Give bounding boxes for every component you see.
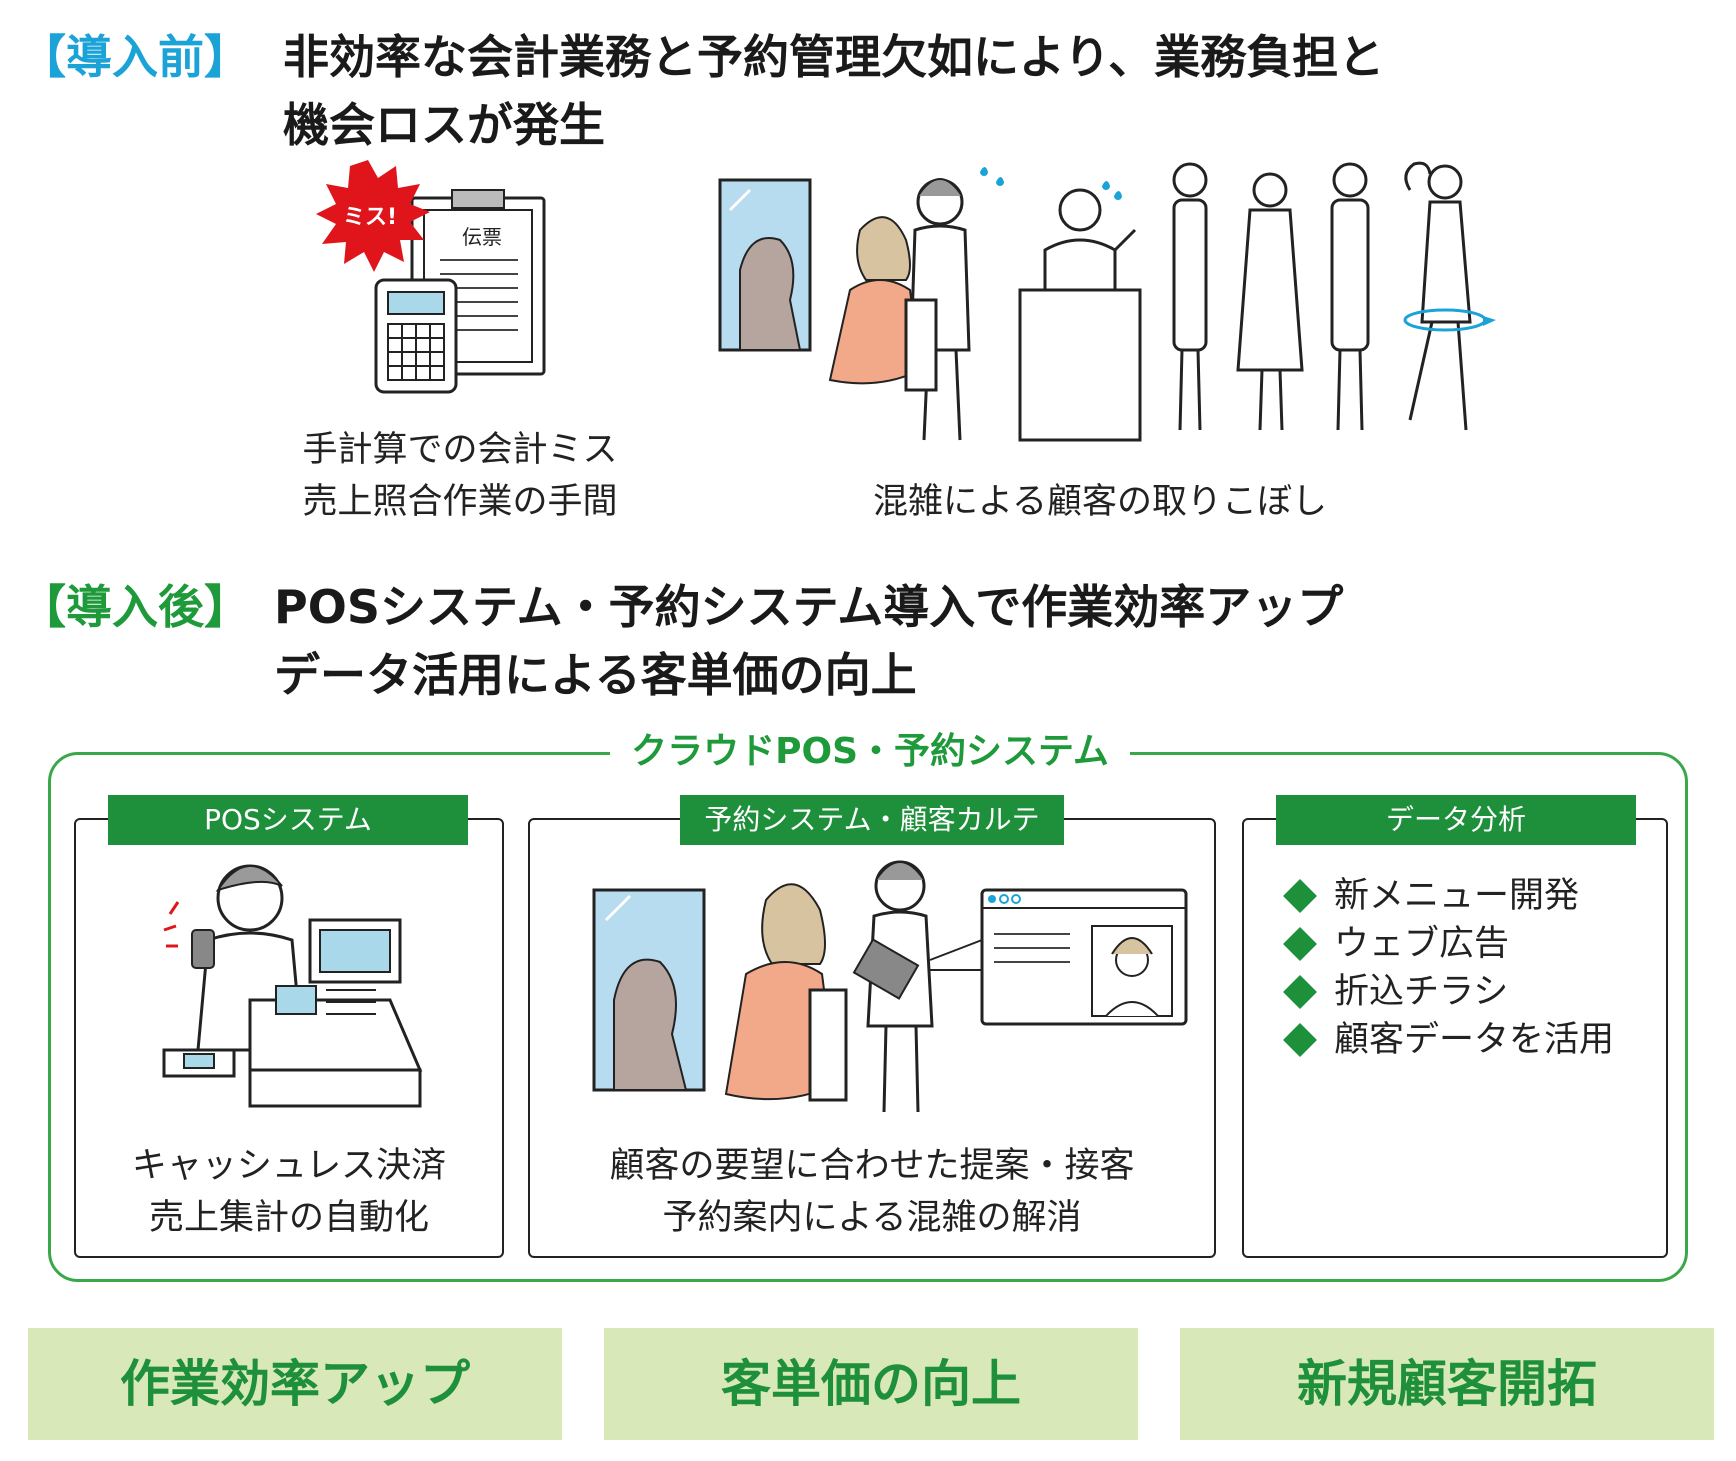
- after-title-line1: POSシステム・予約システム導入で作業効率アップ: [274, 580, 1344, 634]
- before-caption2: 混雑による顧客の取りこぼし: [873, 482, 1327, 522]
- burst-label: ミス!: [343, 205, 397, 230]
- list-item: 顧客データを活用: [1280, 1016, 1614, 1064]
- before-title-line2: 機会ロスが発生: [283, 98, 605, 152]
- list-item: 折込チラシ: [1280, 968, 1614, 1016]
- diamond-bullet-icon: [1283, 1023, 1317, 1057]
- list-item-label: 新メニュー開発: [1334, 876, 1580, 916]
- error-burst-icon: [316, 160, 430, 272]
- diamond-bullet-icon: [1283, 879, 1317, 913]
- cashier-businessman-icon: [162, 864, 423, 1108]
- result-efficiency: 作業効率アップ: [28, 1328, 562, 1440]
- list-item-label: 折込チラシ: [1334, 972, 1509, 1012]
- salon-tablet-illustration: [592, 860, 1188, 1113]
- accounting-error-illustration: 伝票 ミス!: [316, 160, 546, 394]
- reservation-caption-line1: 顧客の要望に合わせた提案・接客: [609, 1146, 1135, 1186]
- list-item-label: ウェブ広告: [1334, 924, 1510, 964]
- mirror-icon: [592, 888, 706, 1092]
- queue-people-icon: [1172, 161, 1472, 431]
- data-analysis-label: データ分析: [1276, 795, 1636, 845]
- slip-label: 伝票: [462, 225, 502, 249]
- before-caption1-line1: 手計算での会計ミス: [302, 430, 618, 470]
- salon-congestion-illustration: [718, 161, 1496, 442]
- cloud-system-title: クラウドPOS・予約システム: [610, 726, 1130, 778]
- after-tag: 【導入後】: [20, 580, 250, 634]
- diamond-bullet-icon: [1283, 975, 1317, 1009]
- list-item-label: 顧客データを活用: [1334, 1020, 1615, 1060]
- reception-counter-icon: [1018, 181, 1142, 442]
- list-item: ウェブ広告: [1280, 920, 1614, 968]
- customer-chart-window-icon: [980, 888, 1188, 1026]
- result-average-spend: 客単価の向上: [604, 1328, 1138, 1440]
- before-caption1-line2: 売上照合作業の手間: [302, 482, 618, 522]
- reservation-caption-line2: 予約案内による混雑の解消: [662, 1198, 1082, 1238]
- before-tag: 【導入前】: [20, 30, 250, 84]
- list-item: 新メニュー開発: [1280, 872, 1614, 920]
- diamond-bullet-icon: [1283, 927, 1317, 961]
- result-new-customers: 新規顧客開拓: [1180, 1328, 1714, 1440]
- after-title-line2: データ活用による客単価の向上: [274, 648, 917, 702]
- data-analysis-list: 新メニュー開発 ウェブ広告 折込チラシ 顧客データを活用: [1280, 872, 1614, 1064]
- before-title-line1: 非効率な会計業務と予約管理欠如により、業務負担と: [283, 30, 1385, 84]
- calculator-icon: [374, 278, 458, 394]
- reservation-system-label: 予約システム・顧客カルテ: [680, 795, 1064, 845]
- pos-caption-line2: 売上集計の自動化: [148, 1198, 429, 1238]
- mirror-icon: [718, 178, 812, 352]
- pos-system-label: POSシステム: [108, 795, 468, 845]
- tablet-icon: [852, 938, 920, 1000]
- pos-caption-line1: キャッシュレス決済: [131, 1146, 447, 1186]
- hairdresser-icon: [828, 178, 971, 441]
